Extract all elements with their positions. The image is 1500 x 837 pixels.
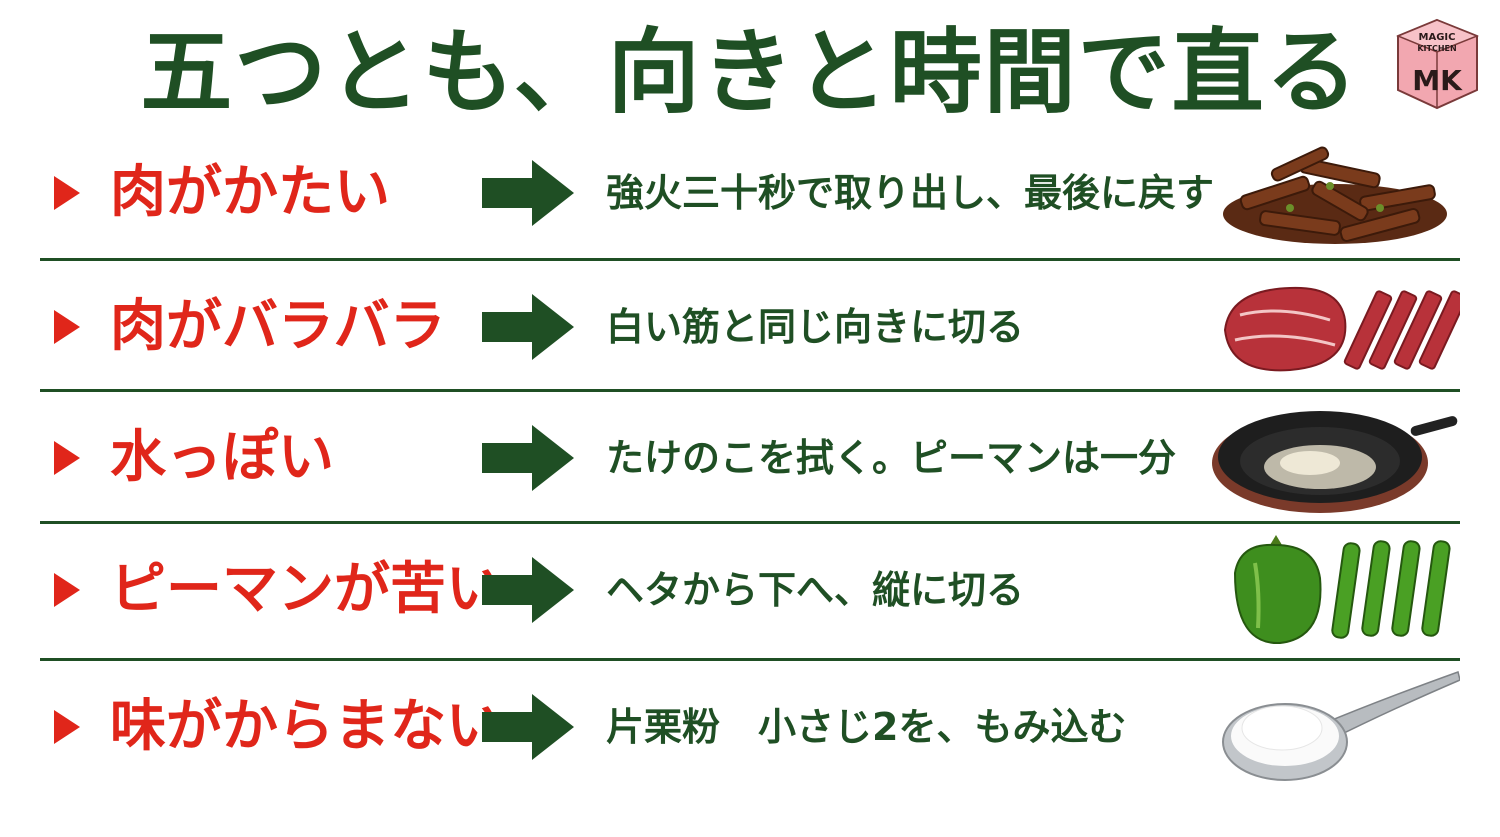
right-arrow-icon xyxy=(482,557,574,623)
bullet-triangle-icon xyxy=(54,176,80,210)
row-flavor-not-coating: 味がからまない 片栗粉 小さじ2を、もみ込む xyxy=(40,662,1460,792)
right-arrow-icon xyxy=(482,425,574,491)
row-watery: 水っぽい たけのこを拭く。ピーマンは一分 xyxy=(40,393,1460,523)
bullet-triangle-icon xyxy=(54,710,80,744)
problem-label: ピーマンが苦い xyxy=(110,557,502,622)
row-meat-falls-apart: 肉がバラバラ 白い筋と同じ向きに切る xyxy=(40,262,1460,392)
bullet-triangle-icon xyxy=(54,573,80,607)
solution-label: 強火三十秒で取り出し、最後に戻す xyxy=(606,171,1215,215)
logo-letters: MK xyxy=(1412,64,1463,97)
green-pepper-icon xyxy=(1233,535,1451,645)
row-divider xyxy=(40,258,1460,261)
frying-pan-icon xyxy=(1212,411,1458,513)
problem-label: 味がからまない xyxy=(110,694,502,759)
row-divider xyxy=(40,521,1460,524)
right-arrow-icon xyxy=(482,160,574,226)
problem-label: 水っぽい xyxy=(110,425,334,490)
problem-label: 肉がバラバラ xyxy=(110,294,446,359)
row-pepper-bitter: ピーマンが苦い ヘタから下へ、縦に切る xyxy=(40,525,1460,655)
row-meat-tough: 肉がかたい 強火三十秒で取り出し、最後に戻す xyxy=(40,128,1460,258)
row-divider xyxy=(40,658,1460,661)
bullet-triangle-icon xyxy=(54,310,80,344)
solution-label: 片栗粉 小さじ2を、もみ込む xyxy=(606,705,1127,749)
right-arrow-icon xyxy=(482,694,574,760)
problem-label: 肉がかたい xyxy=(110,160,390,225)
raw-beef-icon xyxy=(1223,286,1460,372)
starch-spoon-icon xyxy=(1222,671,1460,781)
logo-line2: KITCHEN xyxy=(1417,44,1456,53)
bullet-triangle-icon xyxy=(54,441,80,475)
page-title: 五つとも、向きと時間で直る xyxy=(140,19,1360,126)
solution-label: たけのこを拭く。ピーマンは一分 xyxy=(606,436,1177,480)
right-arrow-icon xyxy=(482,294,574,360)
row-divider xyxy=(40,389,1460,392)
magic-kitchen-logo: MAGIC KITCHEN MK xyxy=(1396,18,1480,110)
logo-line1: MAGIC xyxy=(1419,32,1456,43)
stir-fried-beef-icon xyxy=(1223,146,1447,244)
solution-label: 白い筋と同じ向きに切る xyxy=(606,305,1025,349)
solution-label: ヘタから下へ、縦に切る xyxy=(606,568,1025,612)
